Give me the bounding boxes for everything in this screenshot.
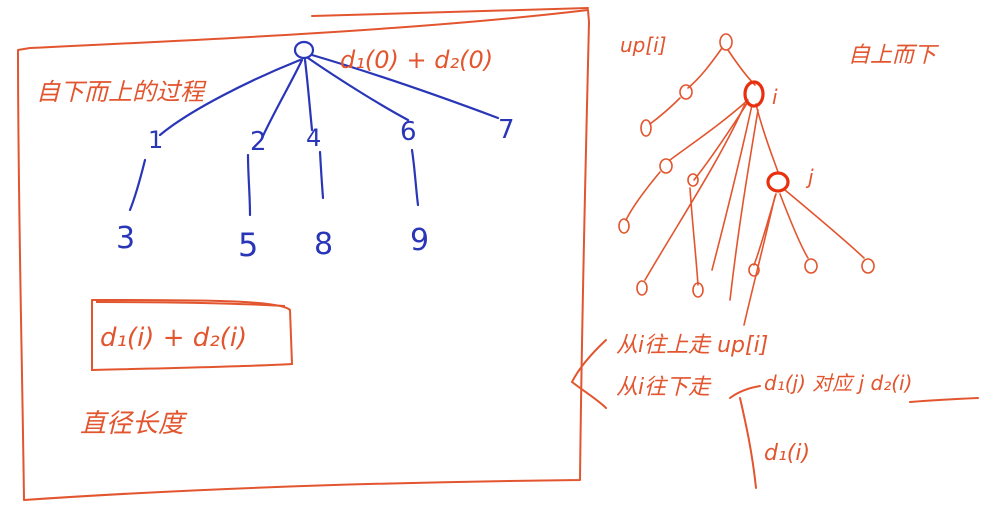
rtree-node-a [659,158,673,174]
tree-node-7: 7 [498,115,515,145]
rtree-edge-left-down [649,97,681,125]
note-down-d1: d₁(j) 对应 j d₂(i) [764,371,912,395]
rtree-edge-j-k [743,195,776,326]
tree-node-2: 2 [250,127,267,157]
tree-edge-1-3 [128,158,147,212]
note-down: 从i往下走 [616,375,712,400]
rtree-node-j-highlight [766,171,790,193]
node-i-label: i [772,85,778,109]
note-d1: d₁(i) [764,441,810,466]
rtree-node-c [687,173,699,187]
left-panel [17,7,590,501]
left-brace [570,339,607,409]
rtree-node-d [692,282,704,298]
rtree-edge-j-h [784,189,865,259]
tree-edge-2-5 [246,153,252,217]
rtree-edge-top-left [687,47,723,89]
rtree-hatch-1 [711,104,753,271]
formula-box-frame [91,299,294,372]
tree-edge-root-6 [306,56,410,122]
rtree-node-e [636,280,648,296]
rtree-highlights [743,80,790,193]
tree-edge-6-9 [410,148,420,207]
formula-box-underline [95,301,286,307]
tree-node-6: 6 [400,117,417,147]
top-down-tree [618,33,875,326]
tree-labels: 0 1 2 4 6 7 3 5 8 9 [116,115,515,264]
diameter-label: 直径长度 [80,409,188,439]
formula-box: d₁(i) + d₂(i) [91,299,294,372]
bottom-up-heading: 自下而上的过程 [36,78,207,106]
tree-edge-root-4 [303,58,314,132]
d2-underline [909,397,979,403]
rtree-node-i-highlight [743,80,765,108]
branch-line [729,385,761,399]
rtree-edge-i-j [755,103,779,173]
top-down-heading: 自上而下 [848,43,940,68]
tree-root-node [293,40,315,60]
tree-node-8: 8 [314,227,333,262]
note-up: 从i往上走 up[i] [616,333,768,358]
rtree-edge-i-a [669,99,749,161]
rtree-node-left [679,84,693,100]
frame-top-stroke [311,7,589,17]
tree-node-4: 4 [306,124,321,152]
tree-edge-root-7 [310,53,500,120]
rtree-edge-a-b [625,171,661,221]
rtree-node-h [861,258,875,274]
rtree-hatch-2 [729,109,759,301]
bottom-up-tree [128,40,500,217]
tree-edge-root-1 [158,58,302,137]
rtree-top-node [719,33,733,51]
node-j-label: j [805,165,814,189]
up-i-label: up[i] [620,33,667,57]
rtree-edge-i-e [644,103,746,281]
rtree-node-left-2 [640,119,652,137]
tree-edge-4-8 [318,150,325,200]
left-panel-frame [17,9,590,501]
tree-node-9: 9 [410,223,429,258]
tree-node-5: 5 [238,226,258,264]
rtree-edge-j-g [779,193,809,259]
formula-top: d₁(0) + d₂(0) [340,46,493,74]
tree-node-1: 1 [148,126,163,154]
tree-node-3: 3 [116,221,135,256]
rtree-node-f [748,263,760,277]
formula-box-text: d₁(i) + d₂(i) [100,323,247,353]
left-panel-text: 自下而上的过程 d₁(0) + d₂(0) 直径长度 [36,46,493,439]
tree-edge-root-2 [260,58,304,140]
rtree-node-g [804,258,818,274]
right-panel-marks [570,339,979,489]
right-panel-text: 自上而下 up[i] i j 从i往上走 up[i] 从i往下走 d₁(j) 对… [616,33,940,466]
rtree-node-b [618,218,630,234]
branch-drop [739,397,757,489]
rtree-edge-c-d [689,187,699,286]
rtree-edge-top-i [727,49,756,86]
